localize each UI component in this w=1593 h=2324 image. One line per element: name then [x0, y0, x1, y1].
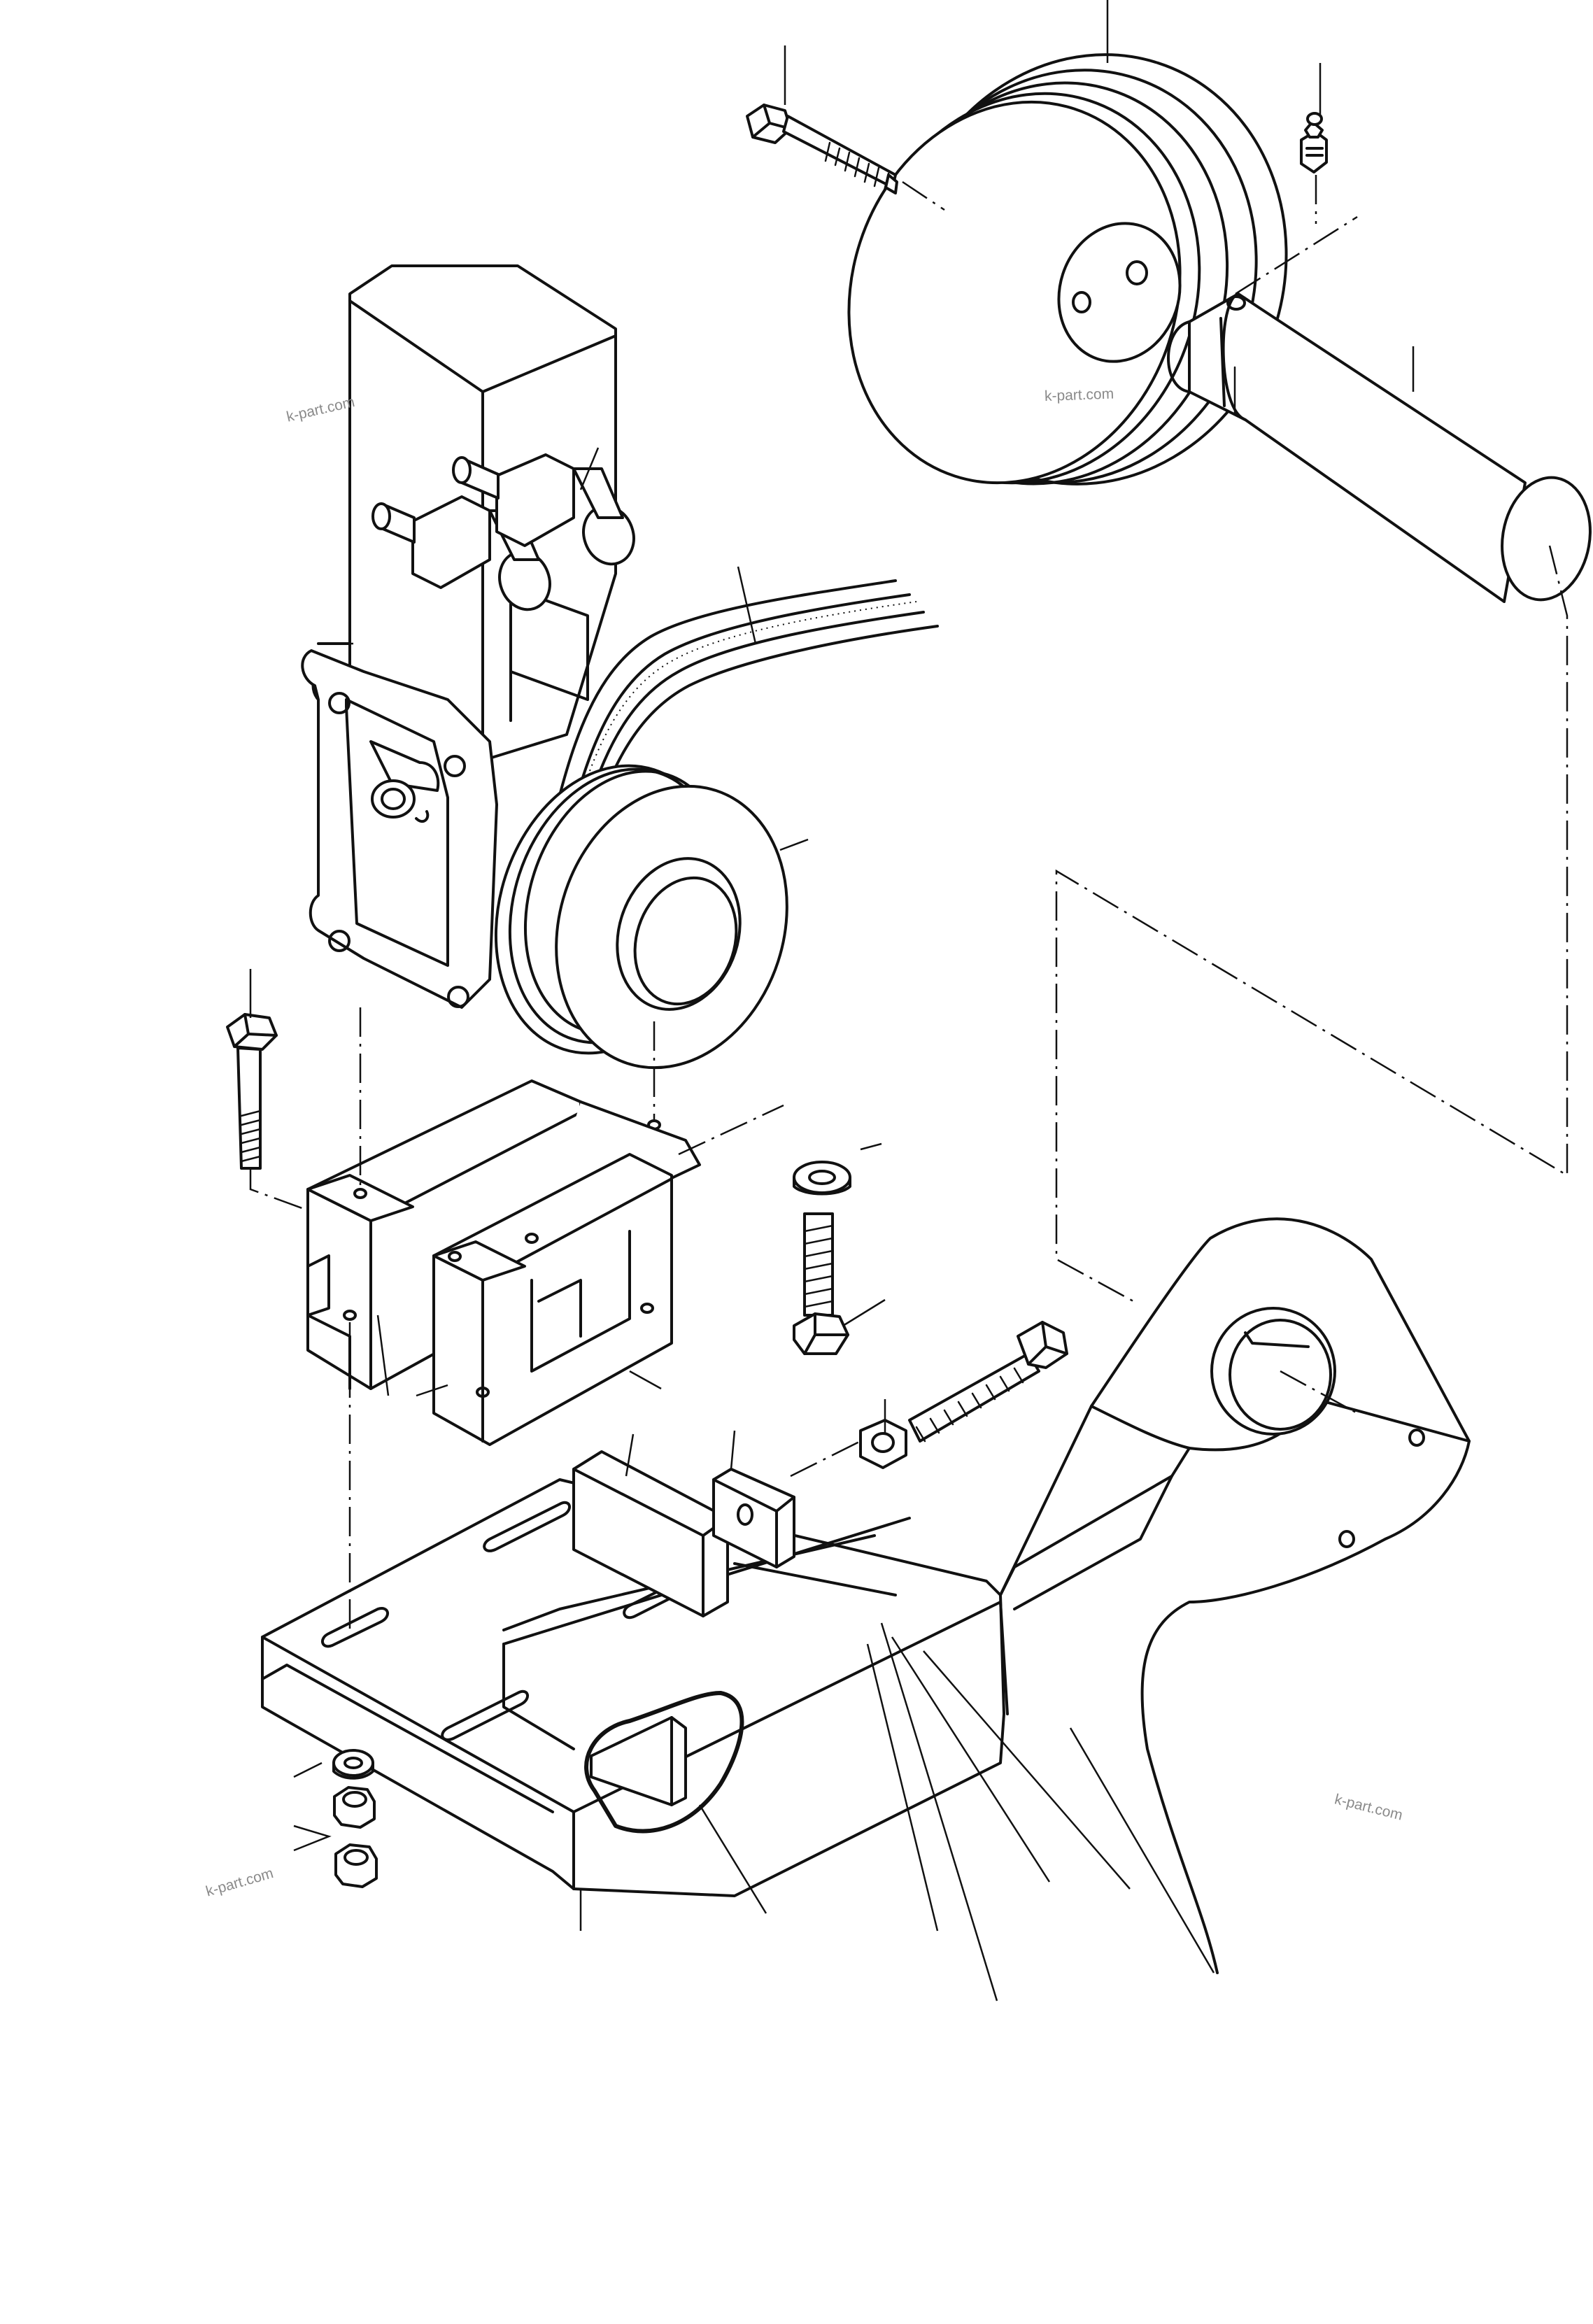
mounting-plate — [261, 1478, 1005, 1897]
plate-nut-upper — [333, 1786, 376, 1829]
bracket-bolt — [226, 1013, 278, 1170]
plate-shim — [712, 1468, 795, 1568]
plate-nut-lower — [334, 1843, 378, 1888]
pulley-bolt — [746, 104, 898, 194]
plate-block — [572, 1450, 729, 1617]
plate-washer — [332, 1749, 374, 1780]
frame-nut — [859, 1419, 907, 1469]
pump-pulley — [494, 764, 788, 1070]
pulley-shaft — [1167, 292, 1592, 603]
assembly-center-lines — [249, 175, 1569, 1630]
frame-arm — [999, 1217, 1471, 1974]
hydraulic-pump — [301, 264, 635, 1009]
lower-bracket — [432, 1153, 673, 1446]
watermark-text: k-part.com — [1044, 385, 1114, 404]
center-washer — [793, 1161, 851, 1196]
grooved-pulley — [847, 53, 1288, 486]
grease-nipple — [1300, 112, 1328, 173]
center-bolt — [793, 1212, 849, 1355]
frame-bolt — [908, 1321, 1068, 1443]
callout-leader-lines — [249, 0, 1415, 2001]
